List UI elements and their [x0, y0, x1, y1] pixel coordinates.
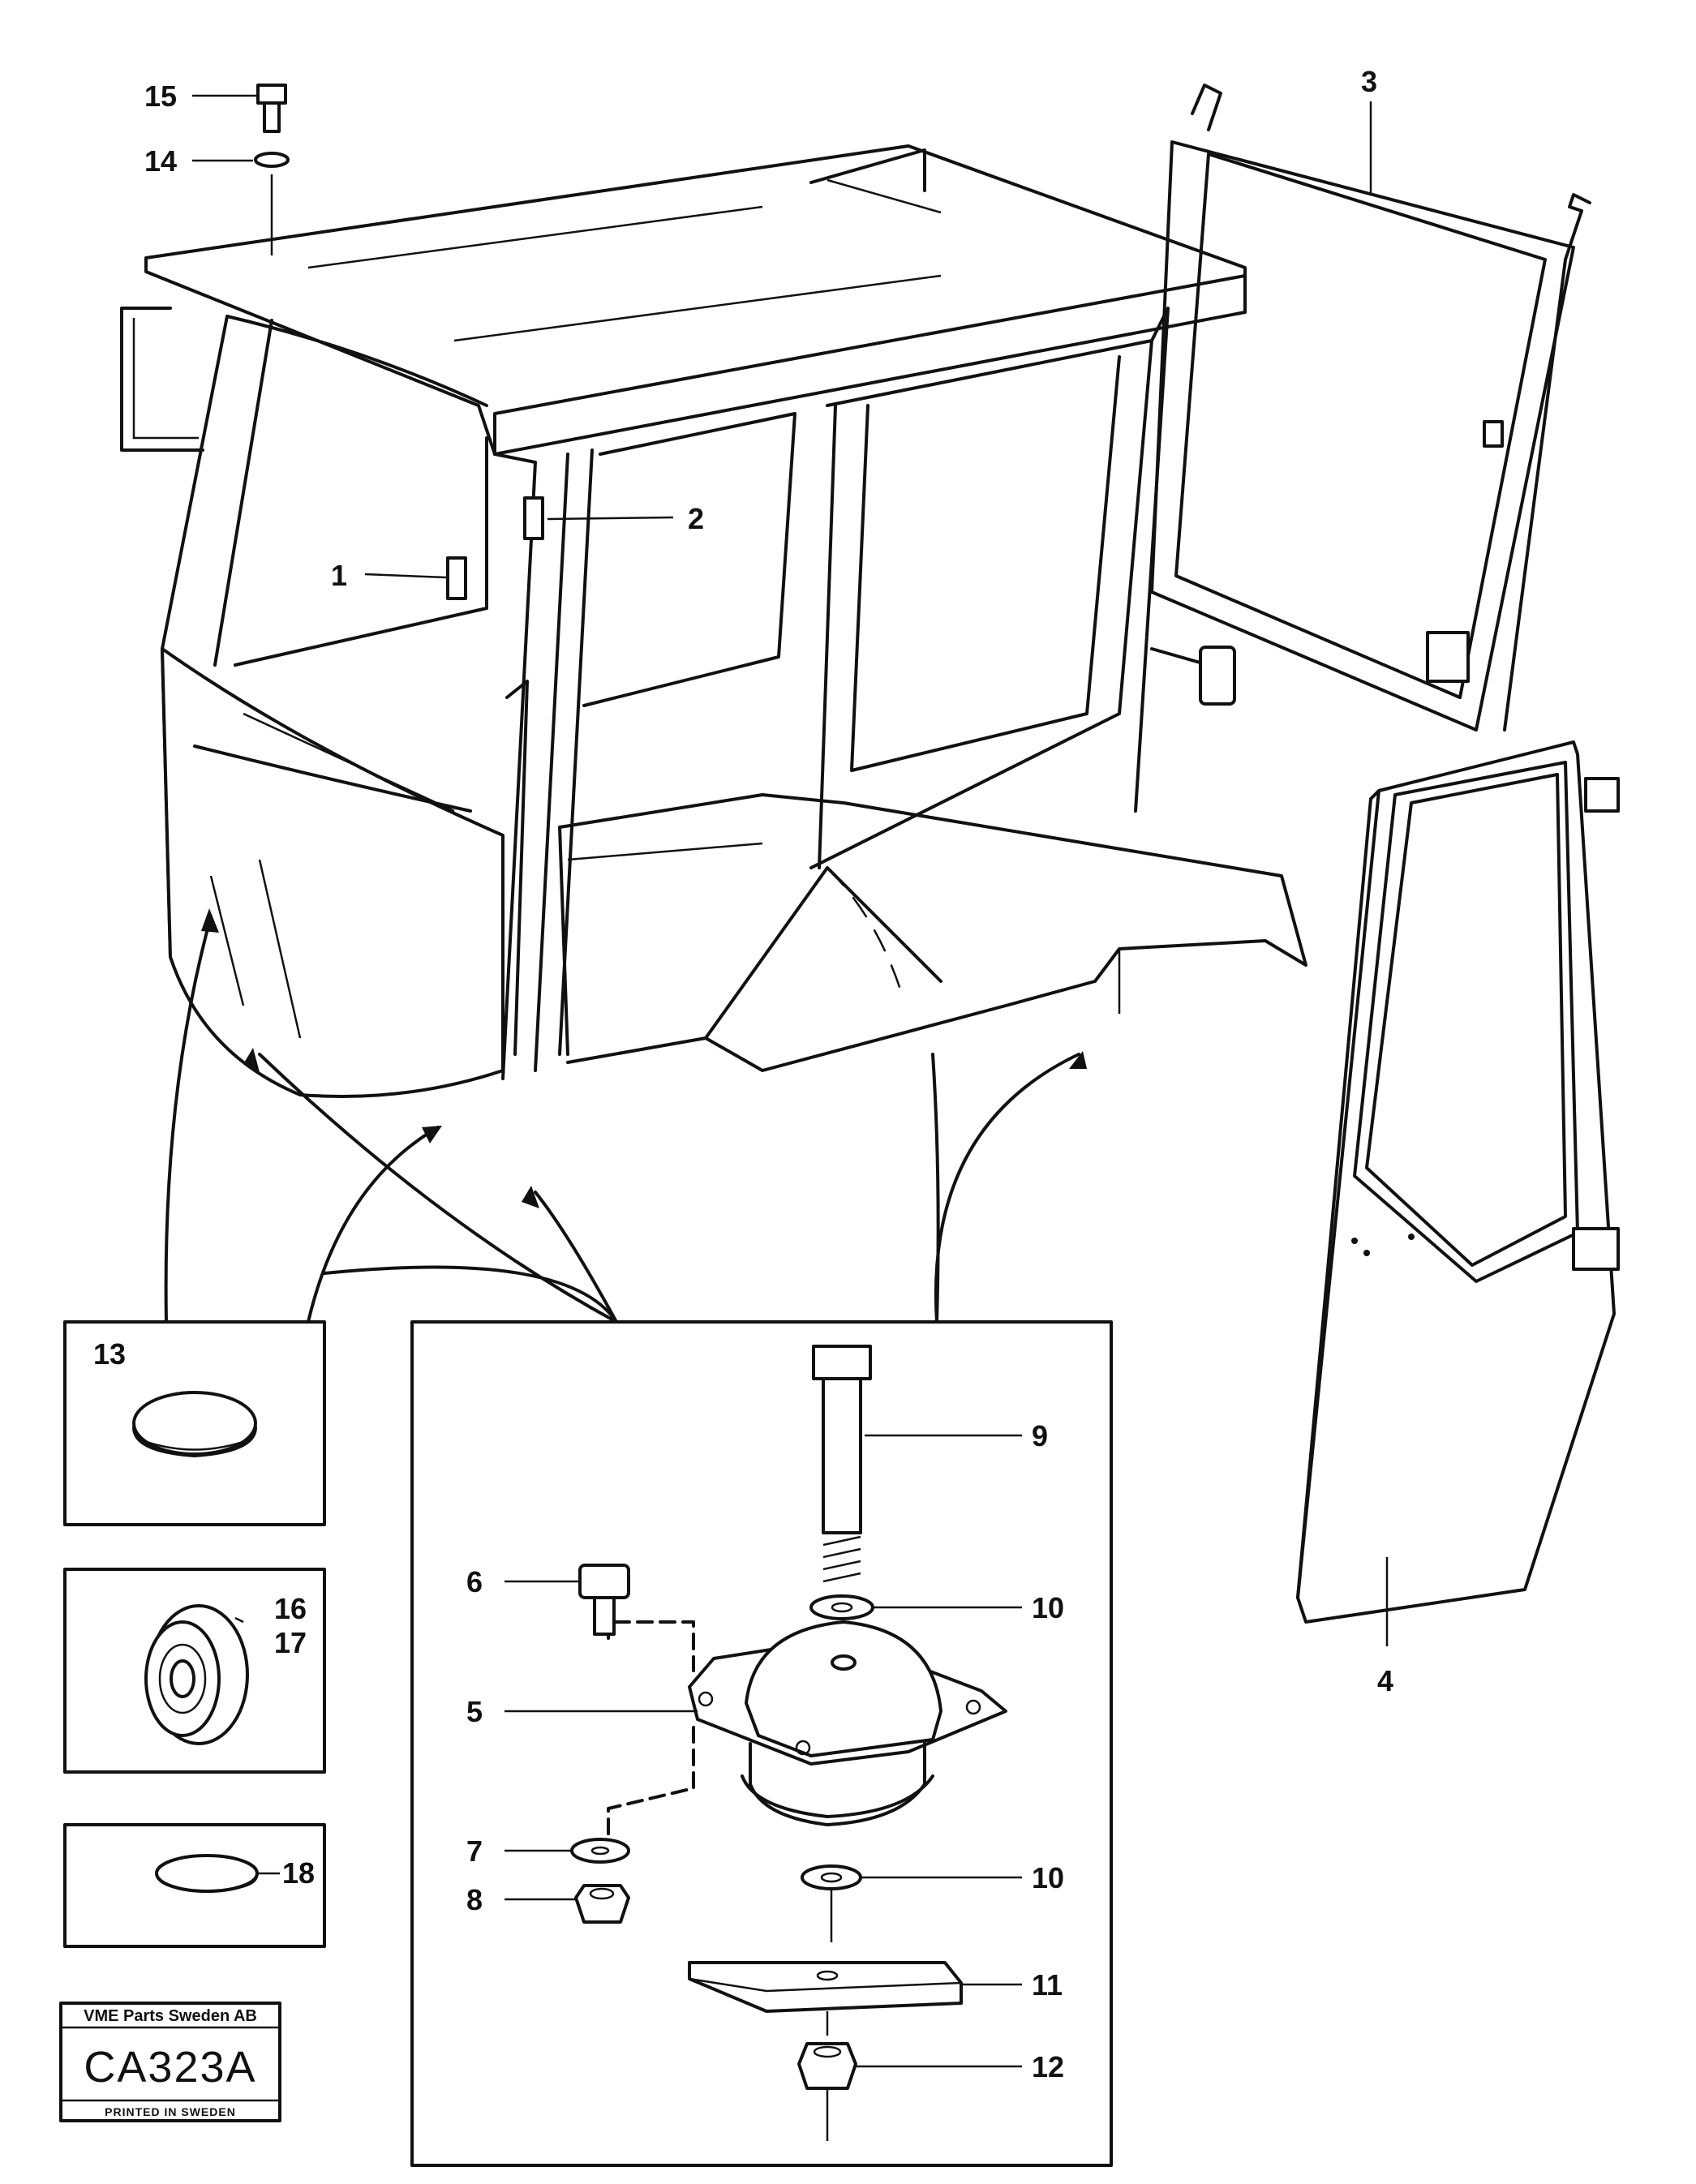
cab-body [120, 144, 1307, 1098]
part-labels: 15 14 1 2 3 4 13 16 17 18 9 10 6 5 7 8 1… [93, 65, 1393, 2083]
stamp-printed: PRINTED IN SWEDEN [105, 2105, 236, 2118]
label-6: 6 [466, 1565, 483, 1598]
label-5: 5 [466, 1695, 483, 1728]
label-18: 18 [282, 1856, 315, 1890]
label-10-upper: 10 [1032, 1591, 1064, 1624]
label-12: 12 [1032, 2050, 1064, 2083]
detail-box-mounting [410, 1320, 1113, 2167]
leader-lines [192, 94, 1389, 2068]
label-11: 11 [1032, 1968, 1063, 2002]
roof-bolt [254, 84, 290, 255]
label-15: 15 [144, 79, 177, 113]
label-9: 9 [1032, 1419, 1048, 1452]
stamp-company: VME Parts Sweden AB [84, 2007, 257, 2025]
door-panel [1296, 740, 1620, 1624]
label-2: 2 [688, 502, 704, 535]
label-7: 7 [466, 1834, 483, 1868]
detail-box-13 [63, 1320, 326, 1526]
label-10-lower: 10 [1032, 1861, 1064, 1894]
label-4: 4 [1377, 1664, 1393, 1697]
publisher-stamp: VME Parts Sweden AB CA323A PRINTED IN SW… [59, 2002, 281, 2122]
callout-arrows [164, 908, 1087, 1324]
label-16: 16 [274, 1592, 307, 1625]
label-14: 14 [144, 144, 177, 178]
label-3: 3 [1361, 65, 1377, 98]
label-8: 8 [466, 1883, 483, 1916]
label-13: 13 [93, 1337, 126, 1371]
detail-box-18 [63, 1823, 326, 1948]
label-17: 17 [274, 1626, 307, 1659]
label-1: 1 [331, 559, 347, 592]
stamp-code: CA323A [84, 2043, 256, 2092]
detail-box-16-17 [63, 1568, 326, 1774]
door-window-frame [1150, 84, 1591, 732]
